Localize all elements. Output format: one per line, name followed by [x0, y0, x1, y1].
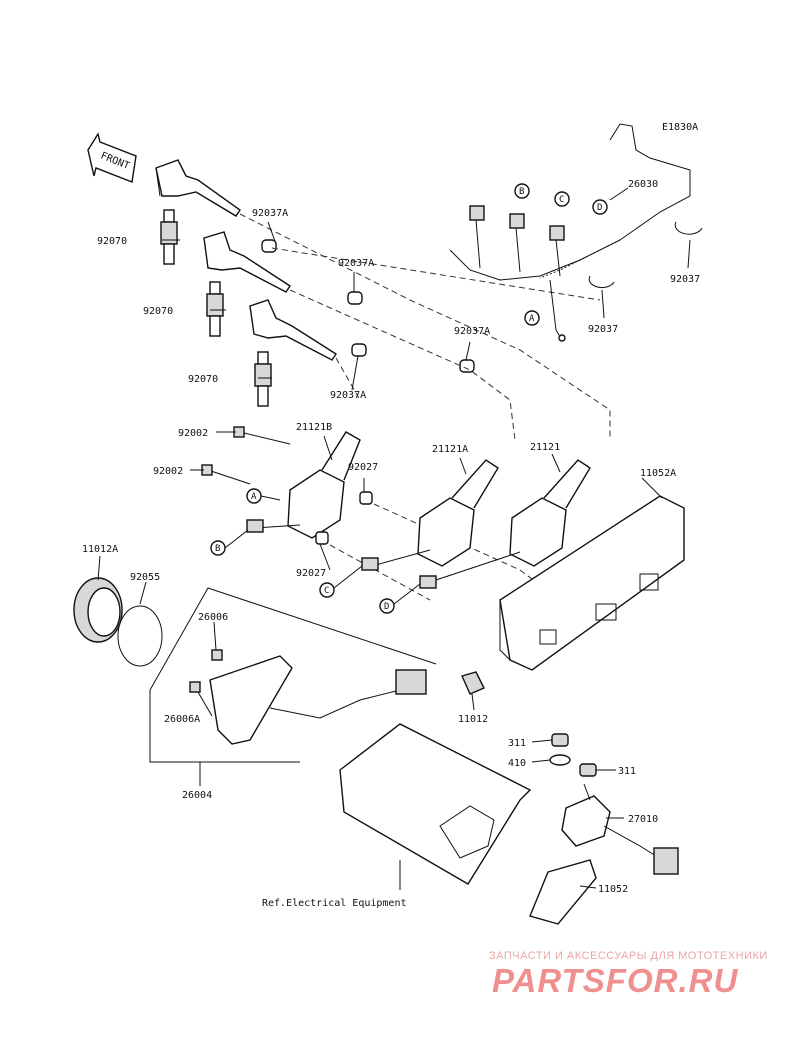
- callout-b-coil: B: [210, 540, 226, 556]
- bracket-11052: [529, 859, 597, 925]
- callout-a-coil: A: [246, 488, 262, 504]
- part-label-11052a: 11052A: [640, 468, 676, 479]
- clamp-92037a-3: [351, 343, 367, 357]
- svg-text:B: B: [215, 544, 220, 554]
- ecu-box: [339, 723, 532, 885]
- ignition-coil-21121b: [246, 431, 361, 539]
- ref-note: Ref.Electrical Equipment: [262, 898, 407, 909]
- svg-text:C: C: [559, 195, 564, 205]
- collar-92027-1: [359, 491, 373, 505]
- o-ring-92055: [117, 605, 163, 667]
- bolt-92002-1: [233, 426, 291, 445]
- wire-harness-26030: [449, 123, 691, 342]
- band-92037-1: [674, 221, 703, 235]
- part-label-311-1: 311: [508, 738, 526, 749]
- ignition-coil-21121a: [361, 459, 499, 571]
- part-label-92027-2: 92027: [296, 568, 326, 579]
- part-label-311-2: 311: [618, 766, 636, 777]
- front-arrow-icon: FRONT: [87, 132, 137, 183]
- part-label-26030: 26030: [628, 179, 658, 190]
- watermark-subtitle: ЗАПЧАСТИ И АКСЕССУАРЫ ДЛЯ МОТОТЕХНИКИ: [489, 950, 768, 962]
- part-label-11052: 11052: [598, 884, 628, 895]
- starter-relay-27010: [561, 783, 679, 875]
- svg-text:A: A: [529, 314, 535, 324]
- spark-plug-cap-1: [155, 159, 241, 217]
- clamp-92037a-4: [459, 359, 475, 373]
- part-label-26006a: 26006A: [164, 714, 200, 725]
- callout-a-harness: A: [524, 310, 540, 326]
- svg-text:A: A: [251, 492, 257, 502]
- callout-c-coil: C: [319, 582, 335, 598]
- part-label-92027-1: 92027: [348, 462, 378, 473]
- part-label-11012: 11012: [458, 714, 488, 725]
- spark-plug-cap-2: [203, 231, 291, 293]
- part-label-11012a: 11012A: [82, 544, 118, 555]
- watermark-logo: PARTSFOR.RU: [492, 962, 739, 999]
- callout-d-coil: D: [379, 598, 395, 614]
- part-label-92037a-4: 92037A: [330, 390, 366, 401]
- part-label-92037-1: 92037: [670, 274, 700, 285]
- part-label-92037a-2: 92037A: [338, 258, 374, 269]
- bolt-92002-2: [201, 464, 251, 485]
- clamp-92037a-1: [261, 239, 277, 253]
- part-label-92070-2: 92070: [143, 306, 173, 317]
- part-label-92055: 92055: [130, 572, 160, 583]
- part-label-21121a: 21121A: [432, 444, 468, 455]
- part-label-27010: 27010: [628, 814, 658, 825]
- part-label-21121b: 21121B: [296, 422, 332, 433]
- grommet-11012: [461, 671, 485, 695]
- part-label-92070-3: 92070: [188, 374, 218, 385]
- diagram-code: E1830A: [662, 122, 698, 133]
- grommet-11012a: [73, 577, 123, 643]
- svg-text:B: B: [519, 187, 524, 197]
- part-label-92037a-1: 92037A: [252, 208, 288, 219]
- ignition-coil-21121: [419, 459, 591, 589]
- clamp-92037a-2: [347, 291, 363, 305]
- callout-b-harness: B: [514, 183, 530, 199]
- part-label-26004: 26004: [182, 790, 212, 801]
- svg-text:D: D: [384, 602, 389, 612]
- part-label-410: 410: [508, 758, 526, 769]
- sensor-26004: [189, 649, 427, 745]
- part-label-21121: 21121: [530, 442, 560, 453]
- collar-92027-2: [315, 531, 329, 545]
- part-label-92037-2: 92037: [588, 324, 618, 335]
- callout-d-harness: D: [592, 199, 608, 215]
- part-label-92002-1: 92002: [178, 428, 208, 439]
- nut-311-2: [579, 763, 597, 777]
- svg-text:D: D: [597, 203, 602, 213]
- svg-text:C: C: [324, 586, 329, 596]
- part-label-92002-2: 92002: [153, 466, 183, 477]
- spark-plug-1: [160, 209, 178, 265]
- part-label-26006: 26006: [198, 612, 228, 623]
- spark-plug-3: [254, 351, 272, 407]
- washer-410: [549, 754, 571, 766]
- part-label-92037a-3: 92037A: [454, 326, 490, 337]
- callout-c-harness: C: [554, 191, 570, 207]
- spark-plug-2: [206, 281, 224, 337]
- spark-plug-cap-3: [249, 299, 337, 361]
- band-92037-2: [588, 275, 615, 289]
- nut-311-1: [551, 733, 569, 747]
- part-label-92070-1: 92070: [97, 236, 127, 247]
